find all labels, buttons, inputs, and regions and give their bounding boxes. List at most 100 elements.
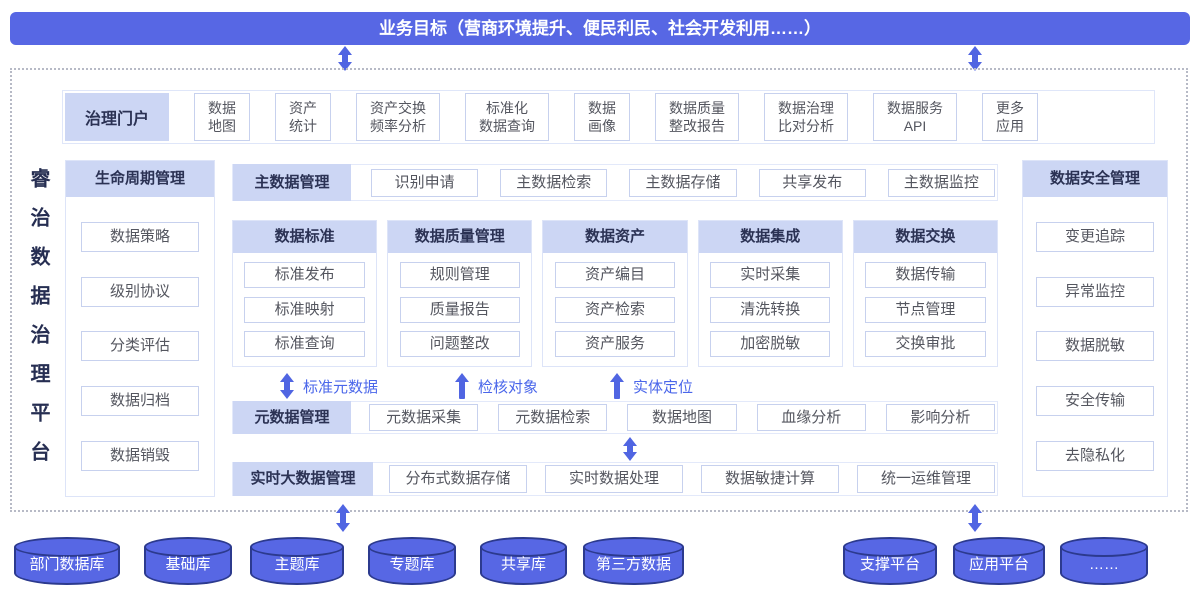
- lifecycle-item: 级别协议: [81, 276, 199, 307]
- master-data-header: 主数据管理: [233, 164, 351, 201]
- column-item: 质量报告: [399, 296, 520, 323]
- master-data-item: 共享发布: [758, 168, 866, 197]
- column-items: 资产编目 资产检索 资产服务: [543, 253, 686, 366]
- bigdata-item: 数据敏捷计算: [701, 465, 839, 493]
- flow-label: 实体定位: [633, 378, 694, 396]
- cylinder-label: 支撑平台: [859, 556, 920, 573]
- bigdata-item: 分布式数据存储: [389, 465, 527, 493]
- data-integration-panel: 数据集成 实时采集 清洗转换 加密脱敏: [697, 220, 843, 367]
- master-data-row: 主数据管理 识别申请 主数据检索 主数据存储 共享发布 主数据监控: [232, 164, 998, 201]
- arrow-shaft: [614, 380, 620, 399]
- arrow-shaft: [972, 511, 978, 525]
- column-items: 标准发布 标准映射 标准查询: [233, 253, 376, 366]
- column-item: 标准查询: [244, 331, 365, 358]
- column-item: 资产编目: [554, 261, 676, 288]
- cylinder-label: 共享库: [500, 556, 546, 573]
- arrow-shaft: [627, 444, 633, 454]
- portal-item: 更多 应用: [982, 93, 1038, 141]
- column-item: 清洗转换: [710, 296, 831, 323]
- metadata-item: 血缘分析: [756, 404, 866, 431]
- database-cylinder: 第三方数据: [583, 537, 684, 585]
- lifecycle-item: 数据销毁: [81, 441, 199, 472]
- column-item: 资产服务: [554, 331, 676, 358]
- column-item: 交换审批: [865, 331, 986, 358]
- portal-item: 资产交换 频率分析: [356, 93, 440, 141]
- column-item: 实时采集: [710, 261, 831, 288]
- master-data-item: 识别申请: [371, 168, 479, 197]
- platform-cylinder: 应用平台: [953, 537, 1045, 585]
- updown-arrow-icon: [968, 46, 982, 71]
- arrow-shaft: [340, 511, 346, 525]
- master-data-item: 主数据检索: [500, 168, 608, 197]
- security-item: 安全传输: [1036, 386, 1154, 417]
- portal-item: 数据 地图: [194, 93, 250, 141]
- cylinder-label: 基础库: [165, 556, 211, 573]
- flow-entity-location: 实体定位: [610, 373, 693, 399]
- portal-item: 数据治理 比对分析: [764, 93, 848, 141]
- security-header: 数据安全管理: [1023, 161, 1167, 197]
- metadata-item: 元数据采集: [369, 404, 479, 431]
- data-asset-panel: 数据资产 资产编目 资产检索 资产服务: [542, 220, 688, 367]
- realtime-bigdata-row: 实时大数据管理 分布式数据存储 实时数据处理 数据敏捷计算 统一运维管理: [232, 462, 998, 496]
- arrow-shaft: [342, 53, 348, 64]
- flow-label: 标准元数据: [303, 378, 379, 396]
- column-header: 数据质量管理: [388, 221, 532, 253]
- capability-columns: 数据标准 标准发布 标准映射 标准查询 数据质量管理 规则管理 质量报告 问题整…: [232, 220, 999, 367]
- column-item: 节点管理: [865, 296, 986, 323]
- governance-portal-row: 治理门户 数据 地图 资产 统计 资产交换 频率分析 标准化 数据查询 数据 画…: [62, 90, 1155, 144]
- column-item: 问题整改: [399, 331, 520, 358]
- arrow-shaft: [284, 380, 290, 392]
- cylinder-label: 部门数据库: [29, 556, 105, 573]
- column-header: 数据资产: [543, 221, 687, 253]
- master-data-item: 主数据监控: [887, 168, 996, 197]
- platform-cylinder: ……: [1060, 537, 1148, 585]
- updown-arrow-icon: [336, 504, 350, 532]
- lifecycle-items: 数据策略 级别协议 分类评估 数据归档 数据销毁: [66, 197, 214, 496]
- updown-arrow-icon: [280, 373, 294, 399]
- platform-dashed-frame: [10, 68, 1188, 512]
- bigdata-item: 实时数据处理: [545, 465, 683, 493]
- lifecycle-header: 生命周期管理: [66, 161, 214, 197]
- column-item: 标准发布: [244, 261, 365, 288]
- security-items: 变更追踪 异常监控 数据脱敏 安全传输 去隐私化: [1023, 197, 1167, 496]
- business-goal-banner: 业务目标（营商环境提升、便民利民、社会开发利用……）: [10, 12, 1190, 45]
- lifecycle-item: 数据归档: [81, 386, 199, 417]
- column-item: 数据传输: [865, 261, 986, 288]
- data-standard-panel: 数据标准 标准发布 标准映射 标准查询: [232, 220, 378, 367]
- portal-item: 数据 画像: [574, 93, 630, 141]
- portal-header: 治理门户: [65, 93, 169, 141]
- metadata-item: 影响分析: [885, 404, 996, 431]
- security-item: 变更追踪: [1036, 221, 1154, 252]
- column-item: 标准映射: [244, 296, 365, 323]
- metadata-item: 数据地图: [627, 404, 737, 431]
- flow-check-object: 检核对象: [455, 373, 538, 399]
- lifecycle-management-panel: 生命周期管理 数据策略 级别协议 分类评估 数据归档 数据销毁: [65, 160, 215, 497]
- metadata-item: 元数据检索: [498, 404, 608, 431]
- database-cylinder: 专题库: [368, 537, 456, 585]
- metadata-header: 元数据管理: [233, 401, 351, 434]
- platform-cylinder: 支撑平台: [843, 537, 937, 585]
- cylinder-label: 应用平台: [968, 556, 1029, 573]
- portal-item: 数据质量 整改报告: [655, 93, 739, 141]
- portal-item: 标准化 数据查询: [465, 93, 549, 141]
- column-items: 规则管理 质量报告 问题整改: [388, 253, 531, 366]
- portal-item: 资产 统计: [275, 93, 331, 141]
- flow-standard-metadata: 标准元数据: [280, 373, 378, 399]
- column-item: 资产检索: [554, 296, 676, 323]
- cylinder-label: 第三方数据: [595, 556, 671, 573]
- database-cylinder: 主题库: [250, 537, 344, 585]
- security-item: 去隐私化: [1036, 441, 1154, 472]
- master-data-item: 主数据存储: [629, 168, 737, 197]
- up-arrow-icon: [455, 373, 469, 399]
- portal-item: 数据服务 API: [873, 93, 957, 141]
- updown-arrow-icon: [623, 437, 637, 461]
- bigdata-item: 统一运维管理: [857, 465, 995, 493]
- column-header: 数据交换: [853, 221, 998, 253]
- data-exchange-panel: 数据交换 数据传输 节点管理 交换审批: [852, 220, 999, 367]
- lifecycle-item: 数据策略: [81, 221, 199, 252]
- column-item: 规则管理: [399, 261, 520, 288]
- cylinder-label: 专题库: [389, 556, 435, 573]
- column-items: 数据传输 节点管理 交换审批: [854, 253, 997, 366]
- flow-label: 检核对象: [478, 378, 539, 396]
